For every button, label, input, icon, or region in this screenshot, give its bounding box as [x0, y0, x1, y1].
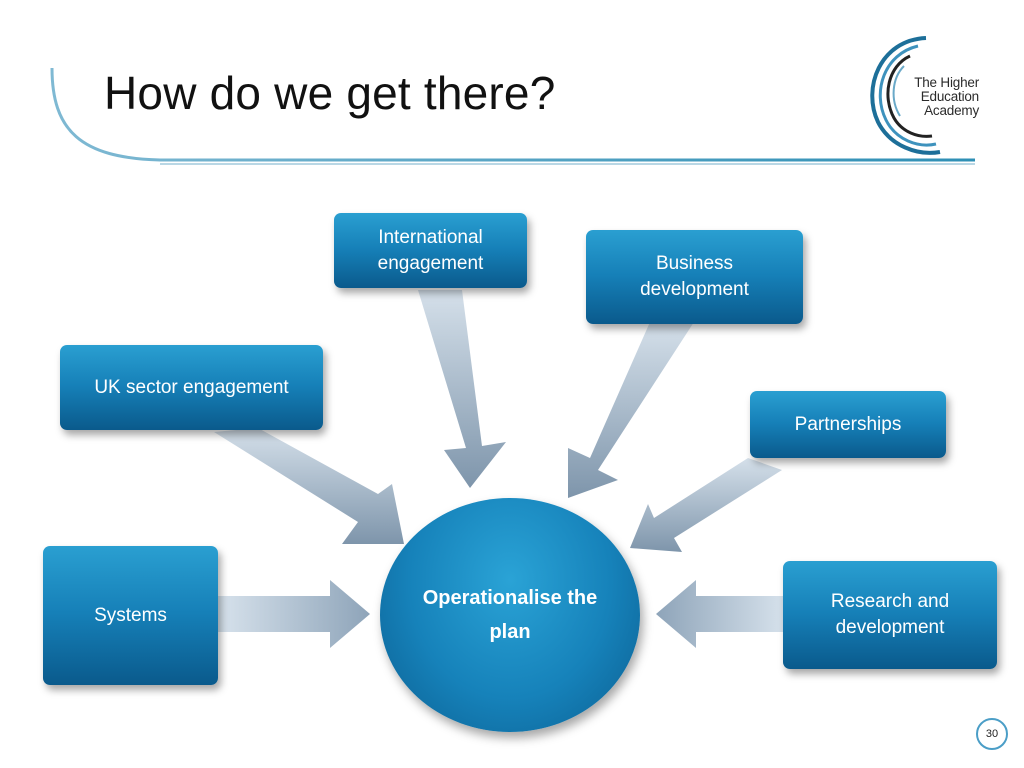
arrow-business — [568, 322, 694, 498]
logo-line-3: Academy — [924, 103, 979, 118]
slide-title: How do we get there? — [104, 67, 556, 119]
node-business-development: Business development — [586, 230, 803, 324]
center-hub: Operationalise the plan — [380, 498, 640, 732]
center-hub-label: Operationalise the plan — [422, 587, 598, 643]
arrow-partnerships — [630, 458, 782, 552]
logo-line-2: Education — [920, 89, 979, 104]
node-partnerships: Partnerships — [750, 391, 946, 458]
node-partnerships-label: Partnerships — [794, 413, 902, 435]
node-international-engagement: International engagement — [334, 213, 527, 288]
hea-logo: The Higher Education Academy — [893, 76, 979, 118]
node-business-development-label: Business development — [640, 253, 749, 300]
node-international-engagement-label: International engagement — [377, 226, 484, 274]
arrow-research — [656, 580, 786, 648]
page-number: 30 — [976, 718, 1008, 750]
arrow-international — [418, 290, 506, 488]
arrow-uk-sector — [214, 428, 404, 544]
node-systems-label: Systems — [94, 604, 167, 626]
title-swoosh — [50, 67, 975, 165]
logo-rings-icon — [870, 36, 941, 155]
node-research-and-development-label: Research and development — [830, 591, 950, 638]
node-systems: Systems — [43, 546, 218, 685]
arrow-systems — [218, 580, 370, 648]
node-research-and-development: Research and development — [783, 561, 997, 669]
logo-line-1: The Higher — [914, 75, 979, 90]
node-uk-sector-engagement: UK sector engagement — [60, 345, 323, 430]
node-uk-sector-engagement-label: UK sector engagement — [94, 376, 289, 398]
